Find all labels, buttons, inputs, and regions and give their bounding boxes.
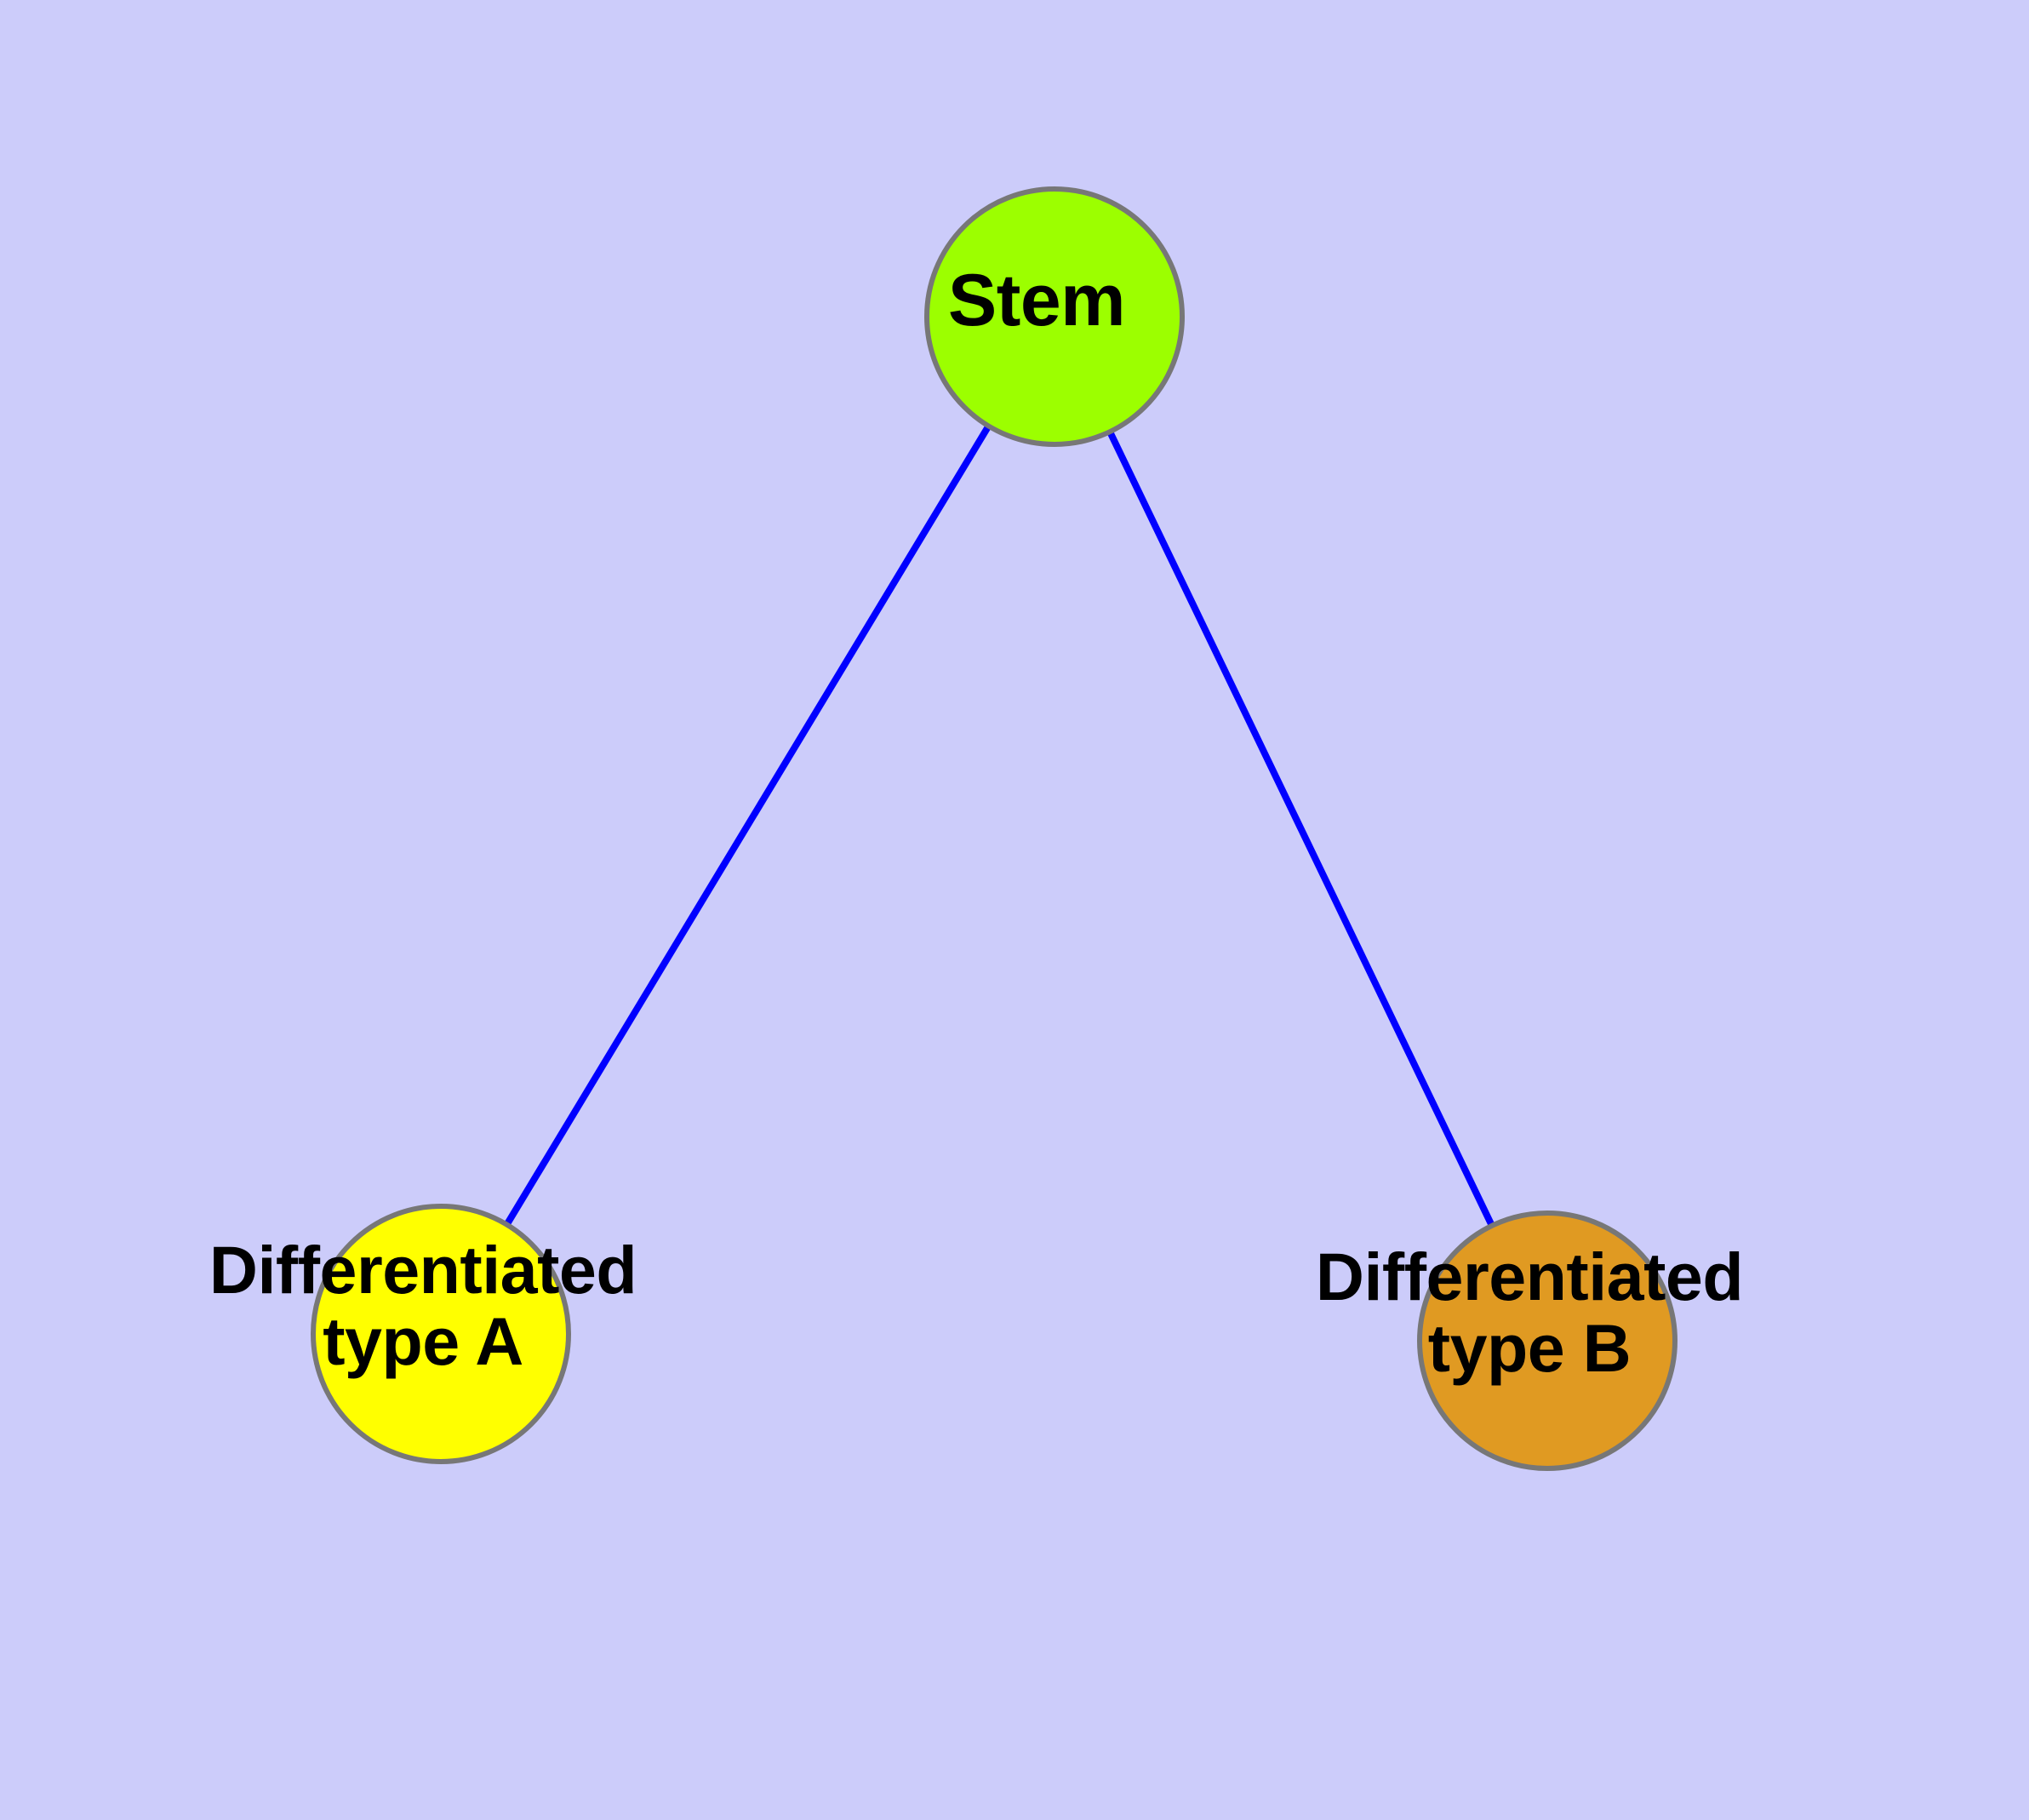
edge-stem-to-differentiated-type-b [1051,315,1551,1342]
node-differentiated-type-a[interactable] [311,1204,571,1464]
node-stem[interactable] [924,186,1185,447]
node-differentiated-type-b[interactable] [1417,1210,1677,1471]
edge-stem-to-differentiated-type-a [437,314,1058,1336]
